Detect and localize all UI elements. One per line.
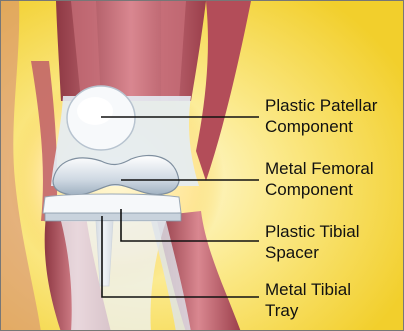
- label-line: Component: [265, 116, 377, 137]
- label-line: Plastic Tibial: [265, 221, 359, 242]
- label-line: Component: [265, 179, 374, 200]
- label-metal-tibial-tray: Metal Tibial Tray: [265, 279, 351, 321]
- label-plastic-patellar-component: Plastic Patellar Component: [265, 95, 377, 137]
- label-line: Plastic Patellar: [265, 95, 377, 116]
- label-line: Spacer: [265, 242, 359, 263]
- label-line: Metal Femoral: [265, 158, 374, 179]
- label-line: Tray: [265, 300, 351, 321]
- tibial-tray-plate: [45, 213, 181, 221]
- patella-highlight: [77, 97, 113, 125]
- label-metal-femoral-component: Metal Femoral Component: [265, 158, 374, 200]
- tibia-bone: [61, 221, 166, 331]
- label-plastic-tibial-spacer: Plastic Tibial Spacer: [265, 221, 359, 263]
- label-line: Metal Tibial: [265, 279, 351, 300]
